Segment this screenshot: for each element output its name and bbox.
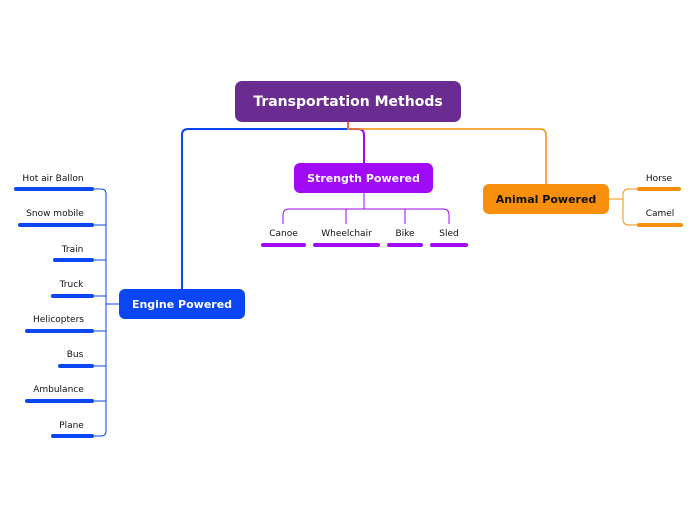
leaf-helicopters[interactable]: Helicopters <box>33 315 84 325</box>
leaf-sled[interactable]: Sled <box>439 229 459 239</box>
strength-powered-topic[interactable]: Strength Powered <box>294 163 433 193</box>
animal-powered-label: Animal Powered <box>495 192 597 206</box>
leaf-camel[interactable]: Camel <box>645 209 675 219</box>
leaf-horse[interactable]: Horse <box>645 174 673 184</box>
engine-powered-label: Engine Powered <box>131 297 233 311</box>
leaf-plane[interactable]: Plane <box>59 421 84 431</box>
root-label: Transportation Methods <box>253 93 443 110</box>
leaf-truck[interactable]: Truck <box>59 280 84 290</box>
leaf-wheelchair[interactable]: Wheelchair <box>321 229 372 239</box>
engine-powered-topic[interactable]: Engine Powered <box>119 289 245 319</box>
leaf-snow-mobile[interactable]: Snow mobile <box>26 209 84 219</box>
leaf-canoe[interactable]: Canoe <box>269 229 298 239</box>
leaf-hot-air-ballon[interactable]: Hot air Ballon <box>22 174 84 184</box>
strength-powered-label: Strength Powered <box>307 171 420 185</box>
leaf-train[interactable]: Train <box>61 245 84 255</box>
animal-powered-topic[interactable]: Animal Powered <box>483 184 609 214</box>
leaf-ambulance[interactable]: Ambulance <box>33 385 84 395</box>
leaf-bike[interactable]: Bike <box>395 229 415 239</box>
root-topic[interactable]: Transportation Methods <box>235 81 461 122</box>
leaf-bus[interactable]: Bus <box>66 350 84 360</box>
